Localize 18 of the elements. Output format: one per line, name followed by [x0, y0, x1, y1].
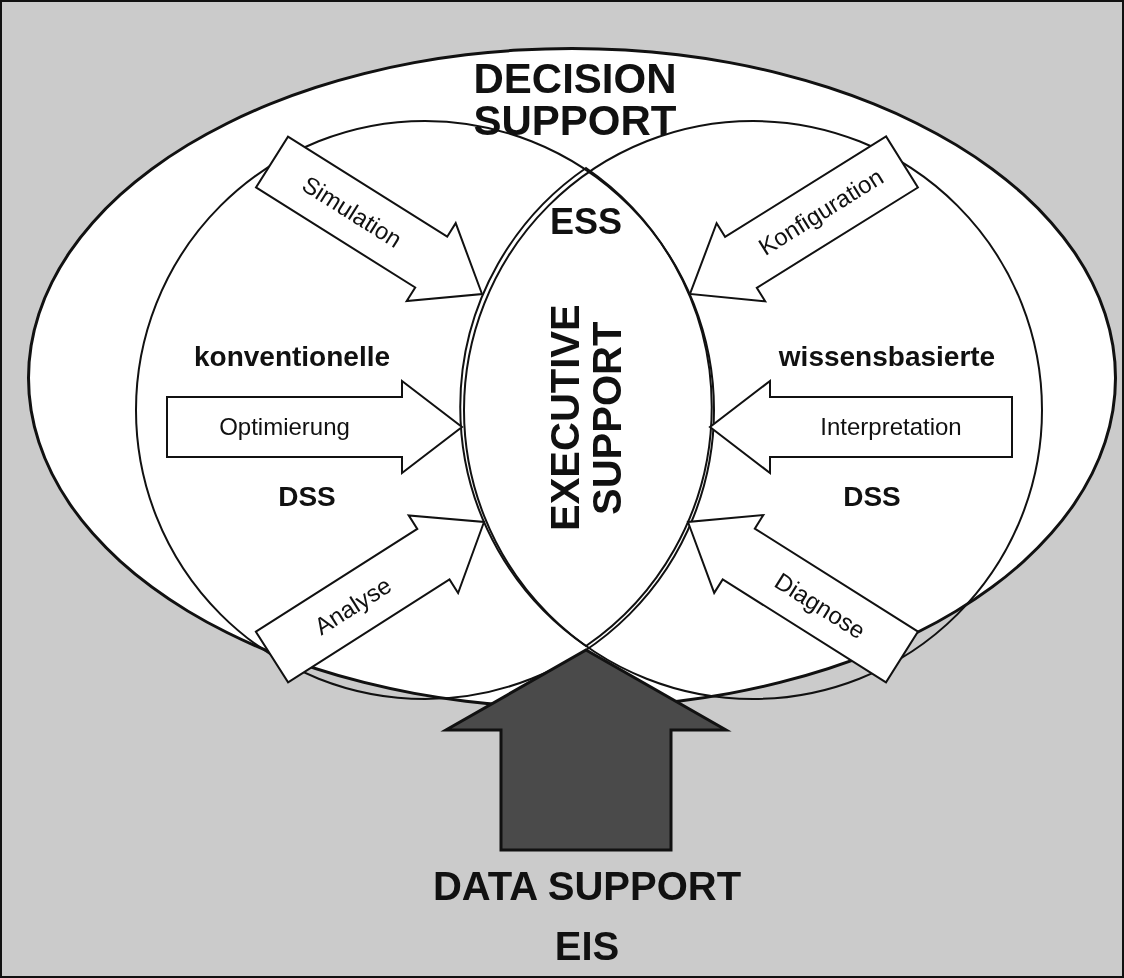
subheading-text: DSS	[278, 483, 336, 511]
heading-text: DECISION SUPPORT	[472, 58, 678, 142]
block-arrow	[254, 135, 484, 303]
edge-label: Optimierung	[219, 415, 350, 439]
block-arrow	[440, 648, 732, 852]
heading-text: ESS	[550, 204, 622, 240]
block-arrow	[688, 135, 920, 303]
edge-label: Interpretation	[820, 415, 962, 439]
heading-text: DATA SUPPORT	[432, 866, 742, 906]
subheading-text: DSS	[843, 483, 901, 511]
block-arrow	[708, 378, 1013, 476]
block-arrow	[166, 378, 464, 476]
subheading-text: EXECUTIVE SUPPORT	[544, 303, 628, 534]
subheading-text: EIS	[554, 926, 620, 966]
block-arrow	[686, 513, 920, 684]
block-arrow	[254, 514, 486, 684]
heading-text: wissensbasierte	[778, 343, 996, 371]
heading-text: konventionelle	[194, 343, 390, 371]
